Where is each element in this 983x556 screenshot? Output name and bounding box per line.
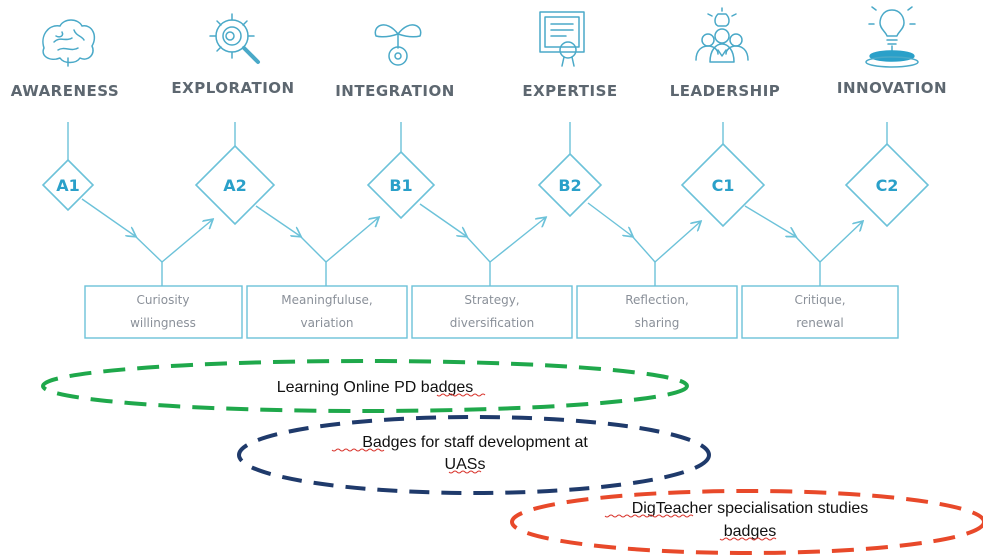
team-lightbulb-icon (695, 7, 749, 63)
badge-label-learning-online: Learning Online PD badges (277, 379, 474, 396)
trait-box-1 (84, 285, 243, 339)
trait-text-4a: Reflection, (625, 293, 689, 307)
trait-text-1b: willingness (130, 316, 196, 330)
sprout-gear-icon (374, 24, 422, 66)
gear-magnifier-icon (209, 13, 260, 64)
lightbulb-pedestal-icon (865, 6, 919, 68)
trait-text-5b: renewal (796, 316, 844, 330)
trait-boxes (84, 285, 899, 339)
diamond-a1 (41, 158, 95, 212)
stage-title-integration: INTEGRATION (335, 82, 455, 100)
diamond-c2 (844, 142, 930, 228)
brain-icon (42, 19, 96, 67)
level-c2: C2 (876, 176, 899, 195)
trait-text-2a: Meaningfuluse, (281, 293, 372, 307)
trait-box-3 (411, 285, 573, 339)
trait-text-3b: diversification (450, 316, 534, 330)
transition-arrows (81, 198, 862, 286)
badge-label-digteacher-2: badges (724, 523, 777, 540)
stage-title-leadership: LEADERSHIP (670, 82, 781, 100)
trait-box-2 (246, 285, 408, 339)
stage-title-awareness: AWARENESS (11, 82, 119, 100)
title-connectors (67, 122, 888, 160)
stage-title-exploration: EXPLORATION (171, 79, 294, 97)
trait-text-2b: variation (300, 316, 353, 330)
stage-title-expertise: EXPERTISE (522, 82, 617, 100)
diamond-b1 (366, 150, 436, 220)
diamond-b2 (537, 152, 603, 218)
diamond-a2 (194, 144, 276, 226)
badge-label-digteacher-1: DigTeacher specialisation studies (632, 500, 869, 517)
trait-text-3a: Strategy, (464, 293, 519, 307)
badge-label-staff-development-1: Badges for staff development at (362, 434, 588, 451)
level-b1: B1 (389, 176, 412, 195)
badge-ellipse-learning-online (41, 359, 689, 413)
level-a2: A2 (223, 176, 247, 195)
badge-ellipse-staff-development (237, 415, 711, 495)
certificate-icon (539, 11, 585, 67)
diamond-c1 (680, 142, 766, 228)
level-b2: B2 (558, 176, 581, 195)
badge-label-staff-development-2: UASs (445, 456, 486, 473)
stage-title-innovation: INNOVATION (837, 79, 947, 97)
level-diamonds (41, 142, 930, 228)
badge-ellipse-digteacher (510, 489, 983, 555)
level-c1: C1 (712, 176, 735, 195)
trait-text-1a: Curiosity (137, 293, 190, 307)
trait-text-5a: Critique, (794, 293, 845, 307)
trait-box-5 (741, 285, 899, 339)
level-a1: A1 (56, 176, 80, 195)
trait-box-4 (576, 285, 738, 339)
trait-text-4b: sharing (635, 316, 680, 330)
